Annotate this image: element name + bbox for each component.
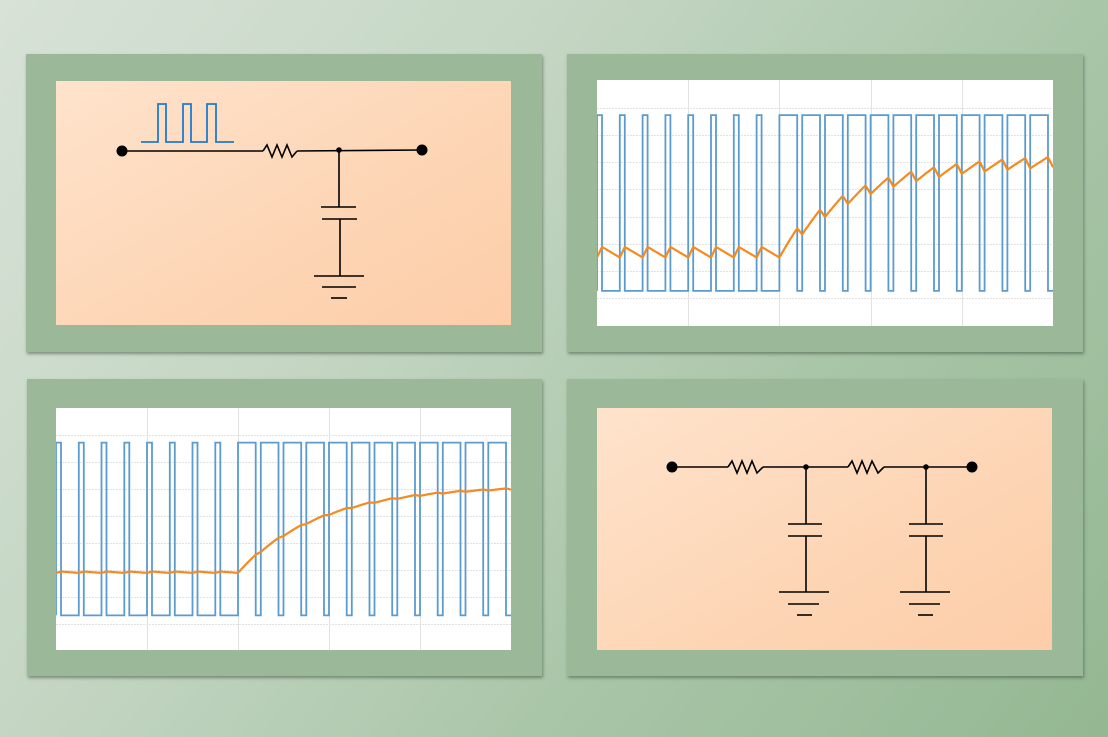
panel-single-rc-response: PWM input and single-stage RC output (vi… <box>567 54 1083 352</box>
circuit-canvas: Two-stage RC low-pass filter <box>597 408 1052 650</box>
panel-single-rc-circuit: Single-stage RC low-pass filter with pul… <box>26 54 542 352</box>
ground-icon <box>314 275 364 299</box>
junction-dot-icon <box>336 147 342 153</box>
junction-2-dot-icon <box>923 464 929 470</box>
filtered-output-curve <box>597 156 1053 259</box>
chart-area: PWM input and single-stage RC output (vi… <box>597 80 1053 326</box>
output-terminal-icon <box>966 461 978 473</box>
output-terminal-icon <box>416 144 428 156</box>
output-wire <box>296 149 423 152</box>
capacitor-2-icon <box>909 523 943 537</box>
two-stage-rc-response-plot <box>56 408 511 650</box>
input-terminal-icon <box>116 145 128 157</box>
resistor-1-icon <box>727 458 764 476</box>
capacitor-1-icon <box>788 523 822 537</box>
single-rc-schematic <box>116 103 428 299</box>
capacitor-icon <box>321 206 357 220</box>
ground-2-icon <box>900 591 950 616</box>
pwm-square-wave <box>597 114 1053 292</box>
single-rc-response-plot <box>597 80 1053 326</box>
chart-area: PWM input and two-stage RC output (smoot… <box>56 408 511 650</box>
ground-1-icon <box>779 591 829 616</box>
panel-two-stage-rc-response: PWM input and two-stage RC output (smoot… <box>27 379 542 676</box>
input-terminal-icon <box>666 461 678 473</box>
junction-1-dot-icon <box>803 464 809 470</box>
resistor-icon <box>262 142 298 160</box>
circuit-canvas: Single-stage RC low-pass filter with pul… <box>56 81 511 325</box>
two-stage-rc-schematic <box>666 458 978 616</box>
resistor-2-icon <box>847 458 885 476</box>
pwm-square-wave <box>56 441 511 617</box>
pulse-train-icon <box>141 103 234 143</box>
panel-two-stage-rc-circuit: Two-stage RC low-pass filter <box>567 379 1083 676</box>
filtered-output-curve <box>56 487 511 574</box>
